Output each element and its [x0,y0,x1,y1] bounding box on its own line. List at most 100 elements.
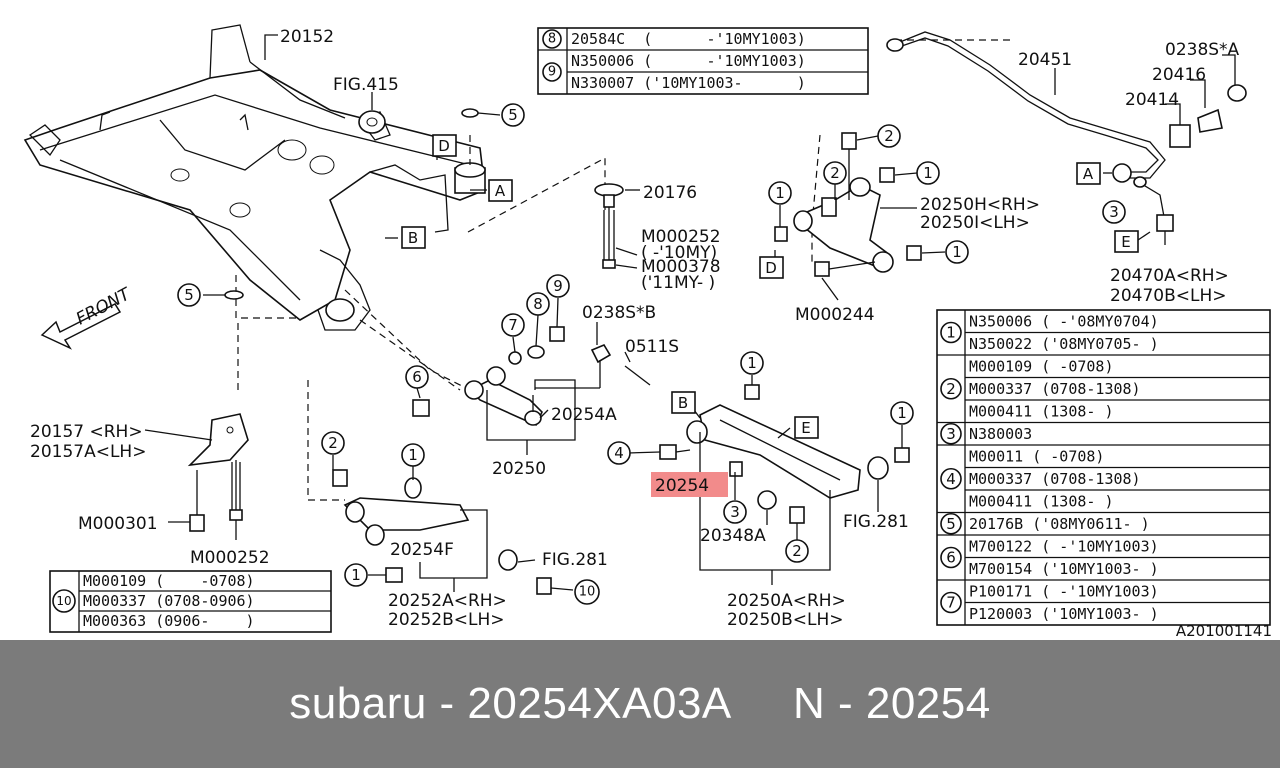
bolt-20176-drawing [594,183,624,269]
main-table-ref-4: 4 [946,470,956,488]
rear-subframe-drawing [23,24,486,331]
main-table-ref-circle [940,546,962,569]
dashed-reference-lines [235,39,1010,501]
label-fig281-right: FIG.281 [843,512,909,532]
table-callouts-8-9: 8 9 20584C ( -'10MY1003) N350006 ( -'10M… [537,27,869,95]
label-20250i: 20250I<LH> [920,213,1030,233]
table89-row: 20584C ( -'10MY1003) [571,30,806,48]
main-table-row: P100171 ( -'10MY1003) [969,583,1159,601]
callout-2-upper-a: 2 [884,127,894,145]
callout-1-upper-c: 1 [952,243,962,261]
callout-1-arm-a: 1 [747,354,757,372]
main-table-ref-2: 2 [946,380,956,398]
callout-2-upper-b: 2 [830,164,840,182]
upper-arm-drawing [774,132,922,277]
label-0511s: 0511S [625,337,679,357]
ref-box-b-subframe: B [408,229,418,247]
main-table-ref-circle [940,321,962,344]
main-table-ref-circle [940,591,962,614]
bushing-drawing [358,110,386,134]
table10-row: M000109 ( -0708) [83,572,255,590]
label-0238s-a: 0238S*A [1165,40,1240,60]
label-20254a: 20254A [551,405,617,425]
main-table-ref-circle [940,512,962,535]
ref-box-d-subframe: D [438,137,450,155]
parts-diagram: FRONT 20152 FIG.415 20176 M000252 ( -'10… [23,24,1272,640]
label-20250h: 20250H<RH> [920,195,1040,215]
table89-row: N330007 ('10MY1003- ) [571,74,806,92]
leader-lines [144,34,1236,592]
callout-3-stabilizer: 3 [1109,203,1119,221]
callout-9: 9 [553,277,563,295]
lower-arm-20252-drawing [332,469,552,595]
label-20176: 20176 [643,183,697,203]
main-table-row: N350006 ( -'08MY0704) [969,313,1159,331]
table89-row: N350006 ( -'10MY1003) [571,52,806,70]
label-20157a: 20157A<LH> [30,442,146,462]
label-20254f: 20254F [390,540,454,560]
table10-row: M000363 (0906- ) [83,612,255,630]
bracket-20157-drawing [187,413,249,532]
label-fig415: FIG.415 [333,75,399,95]
callout-7: 7 [508,316,518,334]
part-labels: 20152 FIG.415 20176 M000252 ( -'10MY) M0… [30,27,1240,630]
ref-box-a-stabilizer: A [1083,165,1094,183]
callout-8: 8 [533,295,543,313]
main-table-ref-circle [940,467,962,490]
main-table-ref-6: 6 [946,549,956,567]
label-20250: 20250 [492,459,546,479]
label-20250a: 20250A<RH> [727,591,846,611]
label-20451: 20451 [1018,50,1072,70]
main-table-row: M000411 (1308- ) [969,493,1114,511]
ref-box-b-lower-arm: B [678,394,688,412]
label-m000244: M000244 [795,305,875,325]
callout-2-arm: 2 [792,542,802,560]
label-m000378: M000378 [641,257,721,277]
front-arrow-icon: FRONT [40,284,135,350]
label-0238s-b: 0238S*B [582,303,656,323]
callout-5-top: 5 [508,106,518,124]
label-m000378-note: ('11MY- ) [641,273,715,293]
main-table-row: M000337 (0708-1308) [969,470,1141,488]
main-table-row: M000411 (1308- ) [969,403,1114,421]
main-table-ref-5: 5 [946,515,956,533]
label-fig281-left: FIG.281 [542,550,608,570]
ref-box-e-stabilizer: E [1121,233,1130,251]
callout-1-upper-a: 1 [923,164,933,182]
label-20252a: 20252A<RH> [388,591,507,611]
table-callouts-1-7: N350006 ( -'08MY0704)N350022 ('08MY0705-… [936,309,1271,626]
main-table-ref-circle [940,422,962,445]
footer-part-title: subaru - 20254XA03A N - 20254 [289,679,991,728]
label-20254-highlighted: 20254 [655,476,709,496]
callout-6: 6 [412,368,422,386]
main-table-ref-1: 1 [946,324,956,342]
label-20348a: 20348A [700,526,766,546]
trailing-arm-20254-drawing [659,384,910,524]
table89-ref-8: 8 [548,32,556,47]
image-code: A201001141 [1176,622,1272,640]
label-20414: 20414 [1125,90,1179,110]
callout-1-arm-b: 1 [897,404,907,422]
callout-circles: 5 5 2 2 1 1 1 3 6 7 8 9 2 1 1 10 1 1 4 3… [177,103,1126,605]
label-20470a: 20470A<RH> [1110,266,1229,286]
part-highlight-20254 [651,472,728,497]
stabilizer-drawing [886,31,1247,245]
label-m000252-top: M000252 [641,227,721,247]
callout-10: 10 [579,585,596,600]
main-table-row: M700154 ('10MY1003- ) [969,560,1159,578]
table-callout-10: 10 M000109 ( -0708) M000337 (0708-0906) … [49,570,332,633]
main-table-ref-3: 3 [946,425,956,443]
footer-bar: subaru - 20254XA03A N - 20254 [0,640,1280,768]
label-20157: 20157 <RH> [30,422,143,442]
main-table-ref-circle [940,377,962,400]
main-table-row: M000109 ( -0708) [969,358,1114,376]
label-m000252-note: ( -'10MY) [641,243,717,263]
table10-row: M000337 (0708-0906) [83,592,255,610]
callout-1-lower-left-a: 1 [408,446,418,464]
main-table-row: N380003 [969,425,1032,443]
callout-1-lower-left-b: 1 [351,566,361,584]
label-20250b: 20250B<LH> [727,610,844,630]
main-table-row: M700122 ( -'10MY1003) [969,538,1159,556]
ref-box-d-upper-arm: D [765,259,777,277]
callout-1-upper-b: 1 [775,184,785,202]
